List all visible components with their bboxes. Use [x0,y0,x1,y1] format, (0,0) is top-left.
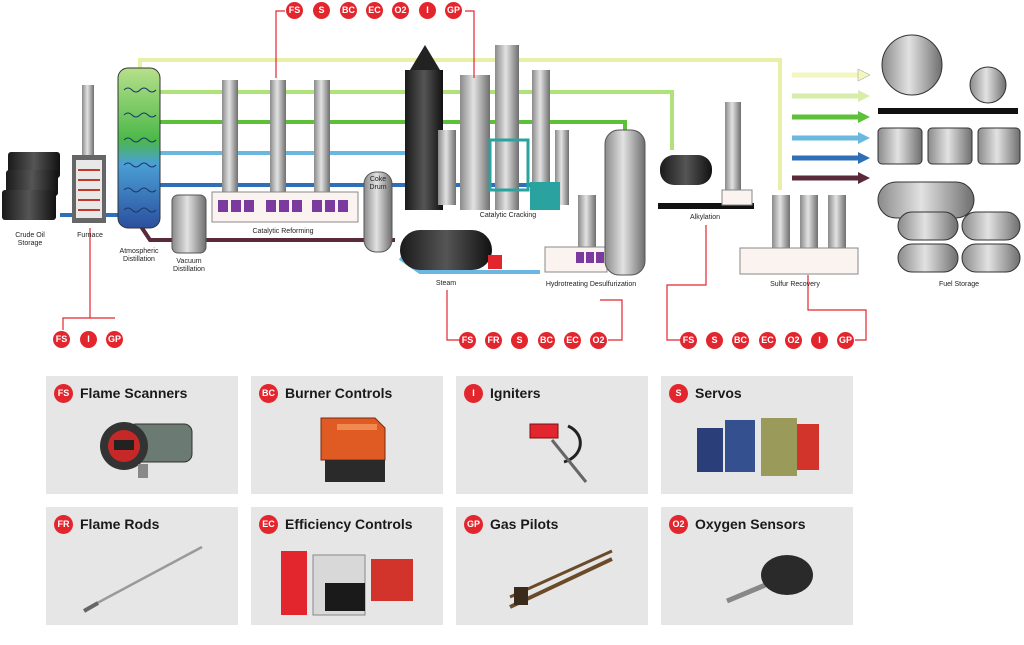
label-crude-storage: Crude Oil Storage [15,232,45,247]
product-badge: EC [259,515,278,534]
flame-rod-icon [83,545,203,613]
product-badge: GP [464,515,483,534]
product-title: Gas Pilots [490,516,559,532]
oxygen-sensor-icon [726,555,813,604]
atmospheric-column [117,67,161,229]
vacuum-vessel [171,194,207,254]
hydrotreating-unit [544,129,646,276]
label-fuel-storage: Fuel Storage [938,281,980,288]
coke-drum [363,171,393,253]
product-title: Servos [695,385,742,401]
badge-o2[interactable]: O2 [392,2,409,19]
product-badge: BC [259,384,278,403]
pipe-green [140,120,627,140]
product-title: Oxygen Sensors [695,516,806,532]
product-card-efficiency-controls[interactable]: EC Efficiency Controls [251,507,443,625]
igniter-icon [529,423,588,483]
badge-fs[interactable]: FS [286,2,303,19]
label-furnace: Furnace [77,232,103,239]
cracking-unit [405,45,569,210]
badge-fs[interactable]: FS [53,331,70,348]
badge-fr[interactable]: FR [485,332,502,349]
badge-ec[interactable]: EC [564,332,581,349]
label-coke: Coke Drum [369,176,387,191]
burner-control-icon [320,417,386,482]
product-card-flame-scanners[interactable]: FS Flame Scanners [46,376,238,494]
badge-i[interactable]: I [811,332,828,349]
product-badge: FS [54,384,73,403]
product-arrows [792,68,871,184]
badge-i[interactable]: I [419,2,436,19]
gas-pilot-icon [509,549,613,609]
badge-bc[interactable]: BC [538,332,555,349]
fuel-storage-tanks [877,34,1021,273]
servo-icon [697,418,819,476]
badge-s[interactable]: S [706,332,723,349]
product-title: Efficiency Controls [285,516,413,532]
badge-ec[interactable]: EC [759,332,776,349]
label-cracking: Catalytic Cracking [479,212,537,219]
product-card-oxygen-sensors[interactable]: O2 Oxygen Sensors [661,507,853,625]
efficiency-control-icon [281,551,413,616]
pipe-maroon [138,223,395,242]
label-sulfur: Sulfur Recovery [770,281,820,288]
label-reforming: Catalytic Reforming [252,228,314,235]
badge-o2[interactable]: O2 [590,332,607,349]
label-vacuum: Vacuum Distillation [173,258,205,273]
flame-scanner-icon [100,422,193,478]
product-badge: S [669,384,688,403]
pipe-yellow [138,58,782,190]
badge-i[interactable]: I [80,331,97,348]
reforming-unit [211,80,359,223]
product-card-gas-pilots[interactable]: GP Gas Pilots [456,507,648,625]
product-badge: O2 [669,515,688,534]
badge-gp[interactable]: GP [445,2,462,19]
label-atmospheric: Atmospheric Distillation [119,248,159,263]
label-alkylation: Alkylation [690,214,720,221]
product-title: Igniters [490,385,541,401]
badge-fs[interactable]: FS [680,332,697,349]
furnace-unit [72,85,106,223]
sulfur-recovery-unit [739,195,859,275]
steam-boiler [400,230,502,270]
alkylation-unit [658,102,754,209]
badge-s[interactable]: S [511,332,528,349]
product-title: Flame Scanners [80,385,188,401]
badge-fs[interactable]: FS [459,332,476,349]
product-card-igniters[interactable]: I Igniters [456,376,648,494]
product-title: Burner Controls [285,385,393,401]
label-steam: Steam [435,280,457,287]
badge-bc[interactable]: BC [732,332,749,349]
refinery-diagram [2,10,1021,341]
product-card-burner-controls[interactable]: BC Burner Controls [251,376,443,494]
label-hydro: Hydrotreating Desulfurization [545,281,637,288]
product-badge: I [464,384,483,403]
badge-ec[interactable]: EC [366,2,383,19]
product-card-flame-rods[interactable]: FR Flame Rods [46,507,238,625]
badge-gp[interactable]: GP [837,332,854,349]
product-badge: FR [54,515,73,534]
product-card-servos[interactable]: S Servos [661,376,853,494]
connector-lines [62,10,867,341]
crude-storage-tanks [2,152,60,220]
badge-gp[interactable]: GP [106,331,123,348]
badge-bc[interactable]: BC [340,2,357,19]
product-title: Flame Rods [80,516,160,532]
badge-s[interactable]: S [313,2,330,19]
badge-o2[interactable]: O2 [785,332,802,349]
